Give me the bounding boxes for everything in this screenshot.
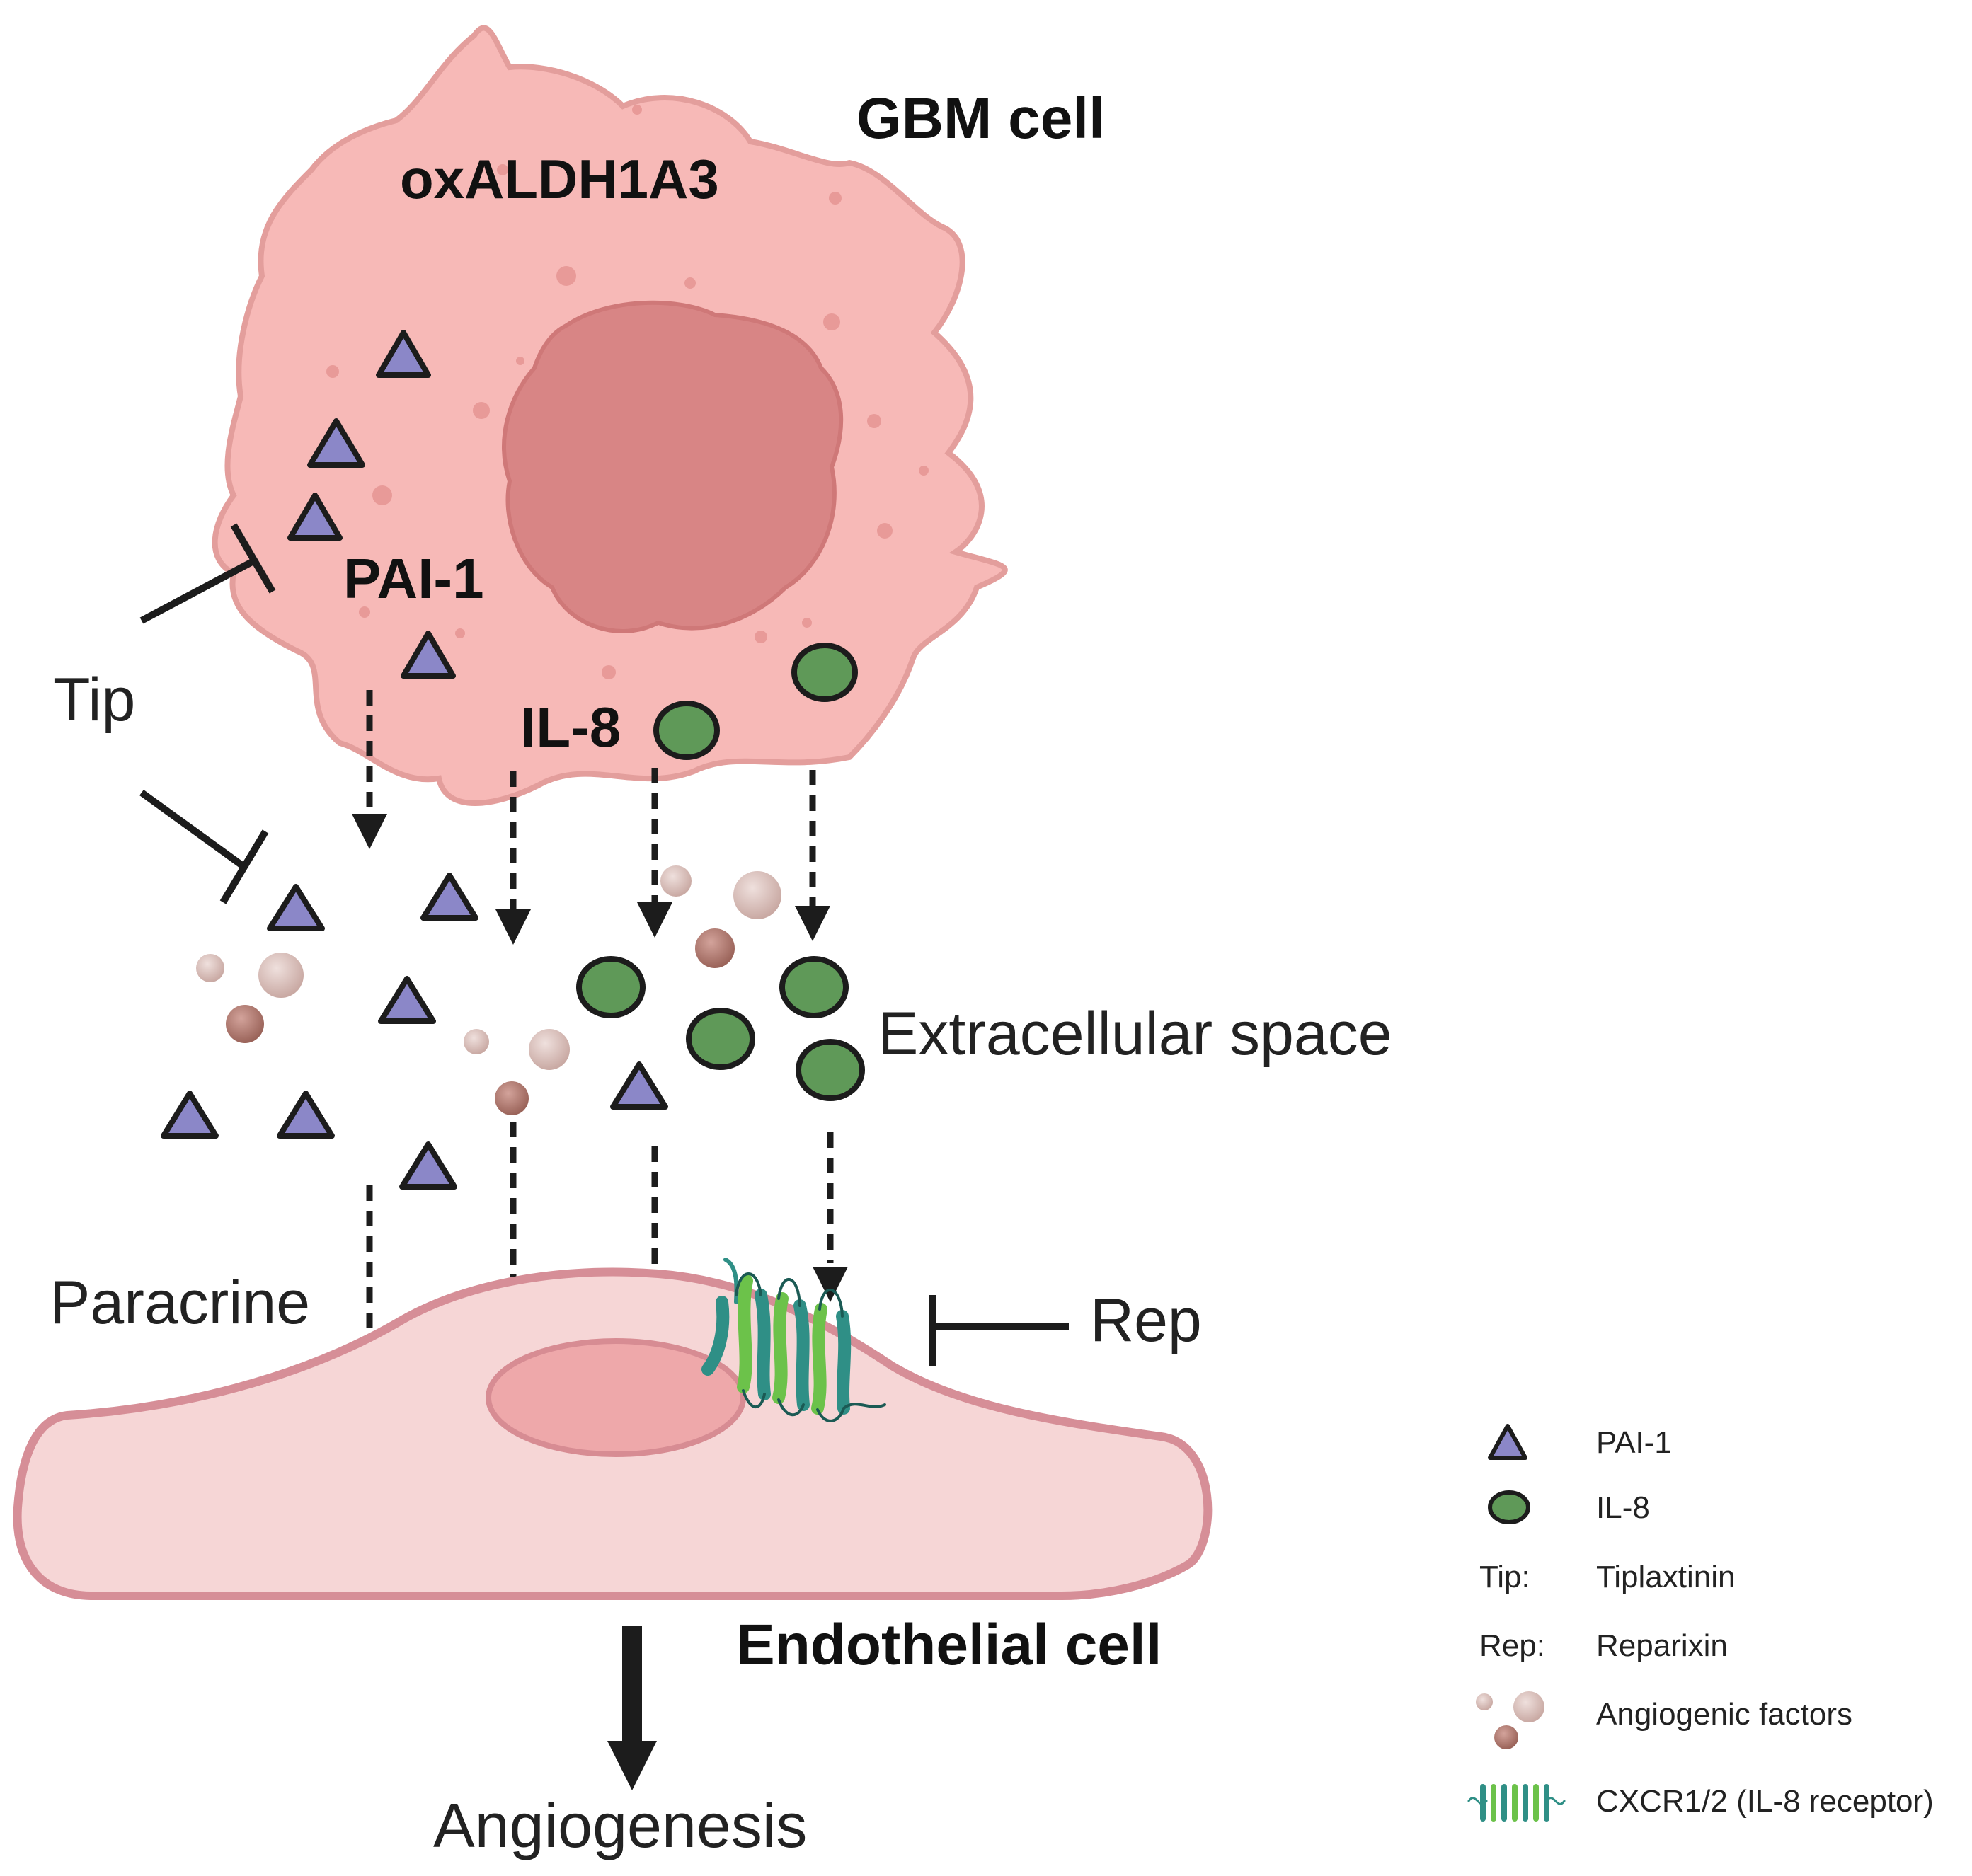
legend-receptor-text: CXCR1/2 (IL-8 receptor)	[1596, 1784, 1934, 1819]
receptor-icon	[701, 1258, 886, 1422]
pai1-triangle-icon	[399, 1141, 457, 1190]
pai1-label: PAI-1	[343, 547, 484, 610]
angiogenesis-label: Angiogenesis	[433, 1790, 807, 1860]
pai1-triangle-icon	[610, 1061, 668, 1110]
gbm-cell	[212, 25, 1008, 806]
il8-label: IL-8	[520, 696, 621, 759]
pai1-triangle-icon	[277, 1091, 335, 1139]
pai1-triangle-icon	[161, 1091, 219, 1139]
secretion-arrows	[366, 690, 834, 1380]
tip-inhibition-lines	[139, 523, 276, 904]
legend-angiogenic-text: Angiogenic factors	[1596, 1697, 1852, 1732]
endothelial-cell	[13, 1267, 1213, 1600]
legend-tip-text: Tiplaxtinin	[1596, 1560, 1735, 1594]
pai1-triangle-icon	[401, 631, 456, 679]
legend-angiogenic-factors-icon	[1476, 1691, 1544, 1749]
legend-pai1-text: PAI-1	[1596, 1425, 1672, 1460]
angiogenesis-arrow	[607, 1626, 657, 1790]
legend-il8-oval-icon	[1488, 1490, 1530, 1524]
rep-inhibition-line	[929, 1295, 1069, 1366]
angiogenic-factors	[196, 865, 781, 1115]
gbm-cell-label: GBM cell	[856, 86, 1105, 151]
legend-tip-key: Tip:	[1479, 1560, 1530, 1594]
tip-label: Tip	[53, 666, 135, 734]
paracrine-label: Paracrine	[50, 1269, 310, 1337]
pai1-triangle-icon	[267, 884, 325, 931]
endothelial-nucleus	[486, 1338, 746, 1457]
il8-oval-icon	[576, 956, 646, 1018]
pai1-triangle-icon	[378, 976, 436, 1024]
legend-pai1-triangle-icon	[1488, 1424, 1527, 1460]
il8-oval-icon	[686, 1008, 755, 1070]
legend: PAI-1 IL-8 Tip: Tiplaxtinin Rep: Reparix…	[1467, 1424, 1934, 1822]
pai1-triangle-icon	[307, 418, 365, 468]
legend-il8-text: IL-8	[1596, 1490, 1650, 1525]
oxaldh1a3-label: oxALDH1A3	[400, 148, 719, 210]
il8-oval-icon	[796, 1039, 865, 1101]
pai1-triangle-icon	[376, 330, 431, 378]
endothelial-cell-label: Endothelial cell	[736, 1613, 1162, 1677]
il8-oval-icon	[653, 701, 720, 760]
legend-rep-text: Reparixin	[1596, 1628, 1728, 1663]
il8-molecules	[576, 643, 865, 1101]
rep-label: Rep	[1090, 1287, 1202, 1354]
cytoplasm-speckles	[326, 105, 929, 679]
pai1-triangle-icon	[287, 493, 343, 541]
gbm-nucleus	[502, 300, 844, 633]
legend-rep-key: Rep:	[1479, 1628, 1545, 1663]
il8-oval-icon	[779, 956, 849, 1018]
extracellular-space-label: Extracellular space	[878, 1000, 1392, 1068]
legend-receptor-icon	[1467, 1784, 1566, 1822]
pai1-triangle-icon	[420, 873, 478, 921]
il8-oval-icon	[791, 643, 858, 702]
pai1-molecules	[161, 330, 668, 1190]
